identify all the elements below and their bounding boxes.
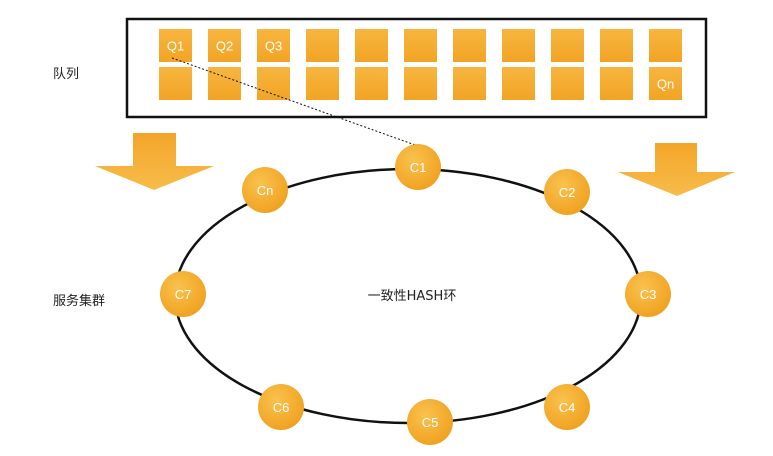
queue-box [502, 29, 535, 62]
ring-node-label: C7 [175, 287, 192, 302]
ring-node [242, 167, 288, 213]
queue-box [600, 29, 633, 62]
hash-ring-label: 一致性HASH环 [368, 289, 457, 304]
queue-box-label: Q2 [216, 39, 233, 54]
queue-box [404, 29, 437, 62]
queue-box [551, 29, 584, 62]
queue-box [600, 67, 633, 100]
queue-box [649, 67, 682, 100]
ring-node [544, 384, 590, 430]
queue-box [159, 67, 192, 100]
queue-box [453, 67, 486, 100]
queue-box [551, 67, 584, 100]
queue-box [208, 29, 241, 62]
queue-box-label: Qn [657, 77, 674, 92]
left-down-arrow [95, 133, 214, 190]
ring-node-label: C6 [273, 400, 290, 415]
queue-box [257, 29, 290, 62]
ring-node-label: C1 [410, 160, 427, 175]
ring-node [395, 144, 441, 190]
queue-box [306, 67, 339, 100]
queue-box [502, 67, 535, 100]
ring-node-label: C4 [559, 400, 576, 415]
right-down-arrow [618, 143, 735, 196]
ring-node-label: Cn [257, 183, 274, 198]
queue-box [208, 67, 241, 100]
mapping-dotted-line [171, 57, 419, 147]
ring-node-label: C2 [559, 185, 576, 200]
queue-box [306, 29, 339, 62]
ring-node [544, 169, 590, 215]
ring-node-label: C3 [640, 287, 657, 302]
queue-box [404, 67, 437, 100]
queue-box [355, 29, 388, 62]
queue-box [355, 67, 388, 100]
queue-box-label: Q3 [265, 39, 282, 54]
ring-node [407, 399, 453, 445]
queue-box [257, 67, 290, 100]
queue-box [649, 29, 682, 62]
queue-box-label: Q1 [167, 39, 184, 54]
cluster-label: 服务集群 [53, 293, 105, 309]
ring-node [258, 384, 304, 430]
ring-node-label: C5 [422, 415, 439, 430]
queue-box [159, 29, 192, 62]
queue-box [453, 29, 486, 62]
ring-node [625, 271, 671, 317]
ring-node [160, 271, 206, 317]
queue-label: 队列 [53, 67, 79, 82]
